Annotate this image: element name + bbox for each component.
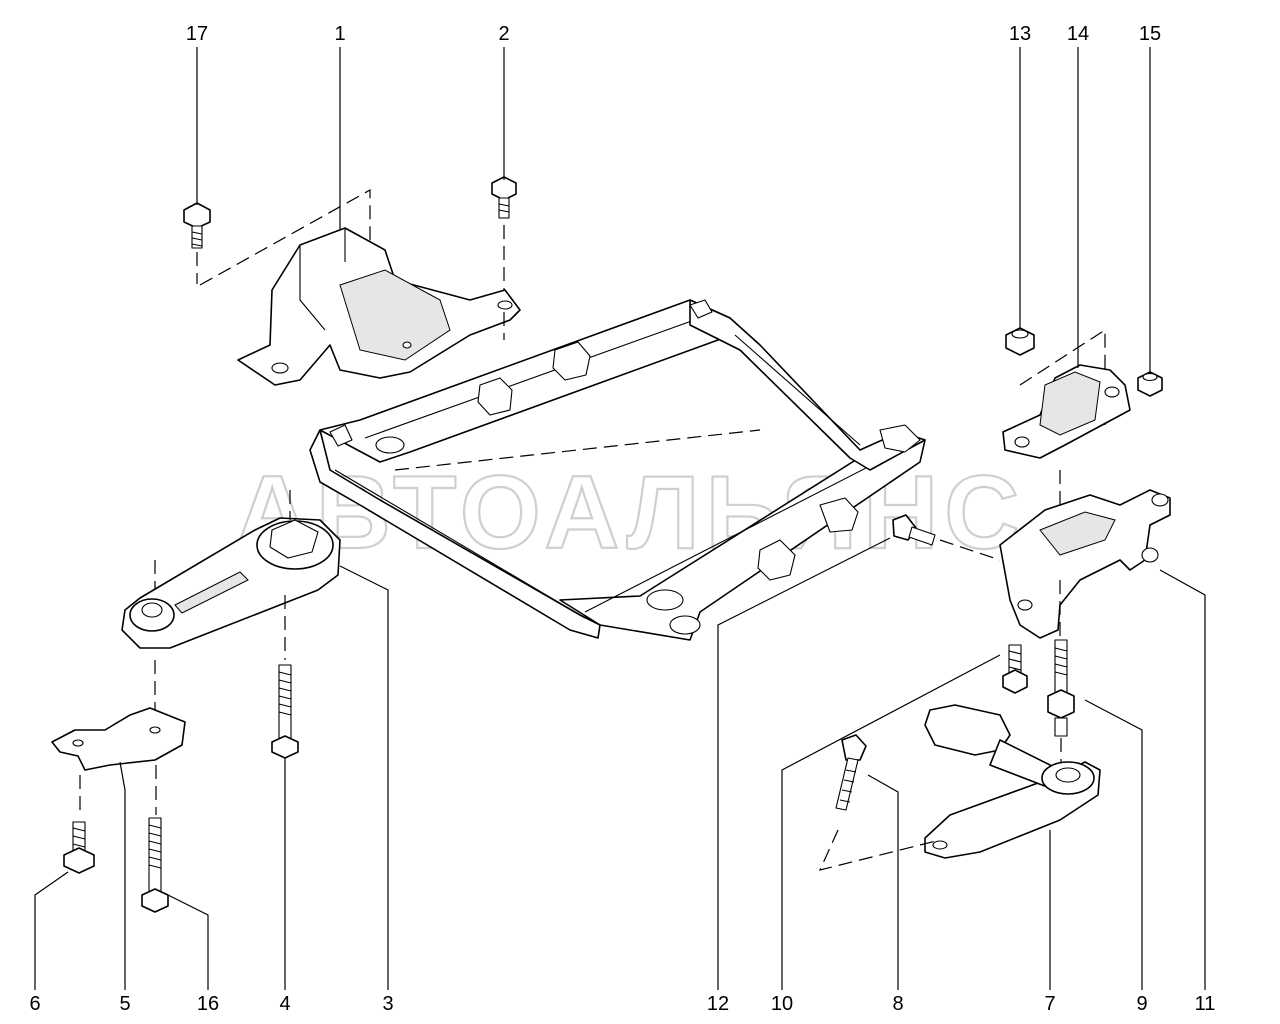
callout-11: 11 <box>1195 993 1216 1015</box>
bolt-6 <box>63 821 95 874</box>
nut-13 <box>1005 327 1035 356</box>
callout-14: 14 <box>1067 23 1089 45</box>
watermark-text: АВТОАЛЬЯНС <box>235 455 1026 571</box>
callout-4: 4 <box>279 993 290 1015</box>
callout-15: 15 <box>1139 23 1161 45</box>
bracket-11 <box>999 470 1171 640</box>
callout-6: 6 <box>29 993 40 1015</box>
callout-1: 1 <box>334 23 345 45</box>
bolt-8 <box>818 734 941 871</box>
callout-labels: 17 1 2 13 14 15 6 5 16 4 3 12 10 8 7 9 1… <box>29 23 1215 1015</box>
mount-14 <box>1002 328 1131 459</box>
bracket-5 <box>51 707 186 815</box>
stud-9 <box>1047 639 1075 765</box>
bolt-4 <box>271 595 299 759</box>
callout-9: 9 <box>1136 993 1147 1015</box>
callout-13: 13 <box>1009 23 1031 45</box>
bolt-17 <box>183 202 211 284</box>
callout-3: 3 <box>382 993 393 1015</box>
callout-17: 17 <box>186 23 208 45</box>
bolt-10 <box>1002 644 1028 694</box>
engine-mount-1 <box>199 188 521 386</box>
bolt-16 <box>141 817 169 913</box>
bolt-12 <box>892 514 1001 561</box>
torque-arm-7 <box>924 704 1101 859</box>
nut-15 <box>1137 371 1163 397</box>
callout-7: 7 <box>1044 993 1055 1015</box>
callout-2: 2 <box>498 23 509 45</box>
subframe <box>309 299 926 641</box>
callout-5: 5 <box>119 993 130 1015</box>
bolt-2 <box>491 176 517 340</box>
callout-16: 16 <box>197 993 219 1015</box>
torque-rod-3 <box>121 490 341 720</box>
leader-lines <box>34 47 1206 990</box>
callout-12: 12 <box>707 993 729 1015</box>
callout-8: 8 <box>892 993 903 1015</box>
callout-10: 10 <box>771 993 793 1015</box>
